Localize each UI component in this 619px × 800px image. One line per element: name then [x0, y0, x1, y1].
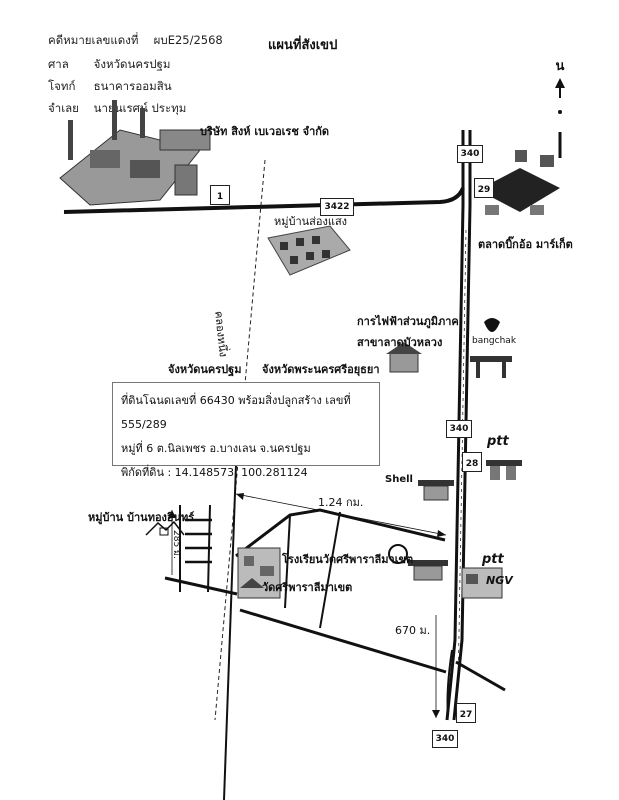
ptt-ngv-station [461, 567, 503, 599]
brand-shell: Shell [385, 474, 413, 485]
label-province-left: จังหวัดนครปฐม [168, 363, 242, 376]
factory-illustration [59, 100, 211, 206]
plaintiff-row: โจทก์ ธนาคารออมสิน [48, 78, 172, 96]
case-number-row: คดีหมายเลขแดงที่ ผบE25/2568 [48, 32, 223, 50]
label-market: ตลาดบิ๊กอ้อ มาร์เก็ต [478, 238, 573, 251]
shield-340-bottom: 340 [432, 730, 458, 748]
property-deed-line: ที่ดินโฉนดเลขที่ 66430 พร้อมสิ่งปลูกสร้า… [121, 394, 351, 431]
shield-3422: 3422 [320, 198, 354, 216]
brand-ptt-2: ptt [482, 552, 504, 567]
pea-building [386, 342, 422, 373]
km-marker-27: 27 [456, 703, 476, 723]
defendant-label: จำเลย [48, 101, 79, 115]
north-arrow: น [553, 55, 567, 164]
km-marker-28: 28 [462, 452, 482, 472]
case-number-value: ผบE25/2568 [153, 33, 223, 47]
label-village-thong: หมู่บ้าน บ้านทองอินทร์ [88, 511, 195, 524]
north-arrow-icon [555, 78, 565, 158]
property-info-box: ที่ดินโฉนดเลขที่ 66430 พร้อมสิ่งปลูกสร้า… [112, 382, 380, 479]
km-marker-1: 1 [210, 185, 230, 205]
shield-340-mid: 340 [446, 420, 472, 438]
brand-bangchak: bangchak [472, 336, 517, 346]
label-temple: วัดศรีพาราลีมาเขต [262, 581, 353, 594]
village-houses [267, 225, 351, 276]
branch-road-right [455, 660, 506, 692]
boundary-road [223, 464, 237, 800]
road-3422 [63, 187, 465, 214]
label-distance-1: 1.24 กม. [318, 496, 364, 509]
shield-340-top: 340 [457, 145, 483, 163]
km-marker-29: 29 [474, 178, 494, 198]
label-pea-line2: สาขาลาดบัวหลวง [357, 336, 443, 349]
brand-ptt-1: ptt [487, 434, 509, 449]
label-pea-line1: การไฟฟ้าส่วนภูมิภาค [357, 315, 459, 328]
label-province-right: จังหวัดพระนครศรีอยุธยา [262, 363, 380, 376]
label-distance-2: 670 ม. [395, 624, 431, 637]
case-number-label: คดีหมายเลขแดงที่ [48, 33, 139, 47]
village-thong-icon [145, 520, 185, 536]
distance-arrows [168, 493, 447, 718]
label-company: บริษัท สิงห์ เบเวอเรช จำกัด [200, 125, 330, 138]
plaintiff-label: โจทก์ [48, 79, 76, 93]
pt-station [388, 544, 448, 581]
market-buildings [478, 150, 560, 215]
label-school: โรงเรียนวัดศรีพาราลีมาเขต [282, 553, 414, 566]
temple-school-cluster [237, 547, 281, 599]
plaintiff-value: ธนาคารออมสิน [93, 79, 172, 93]
bangchak-station [470, 318, 512, 378]
property-location-line: หมู่ที่ 6 ต.นิลเพชร อ.บางเลน จ.นครปฐม [121, 442, 311, 455]
north-letter: น [555, 59, 565, 74]
label-village-songsaeng: หมู่บ้านส่องแสง [274, 215, 348, 228]
map-title: แผนที่สังเขป [268, 38, 338, 53]
highway-340 [445, 130, 472, 721]
court-label: ศาล [48, 57, 69, 71]
brand-ngv: NGV [486, 574, 513, 587]
local-roads [164, 504, 447, 674]
ptt-station-1 [486, 460, 522, 480]
u-turn-loop [446, 649, 453, 716]
label-distance-3: 285 ม. [171, 530, 181, 559]
shell-station [418, 480, 454, 501]
court-row: ศาล จังหวัดนครปฐม [48, 56, 170, 74]
court-value: จังหวัดนครปฐม [93, 57, 171, 71]
property-coordinates-line: พิกัดที่ดิน : 14.148573, 100.281124 [121, 466, 308, 479]
